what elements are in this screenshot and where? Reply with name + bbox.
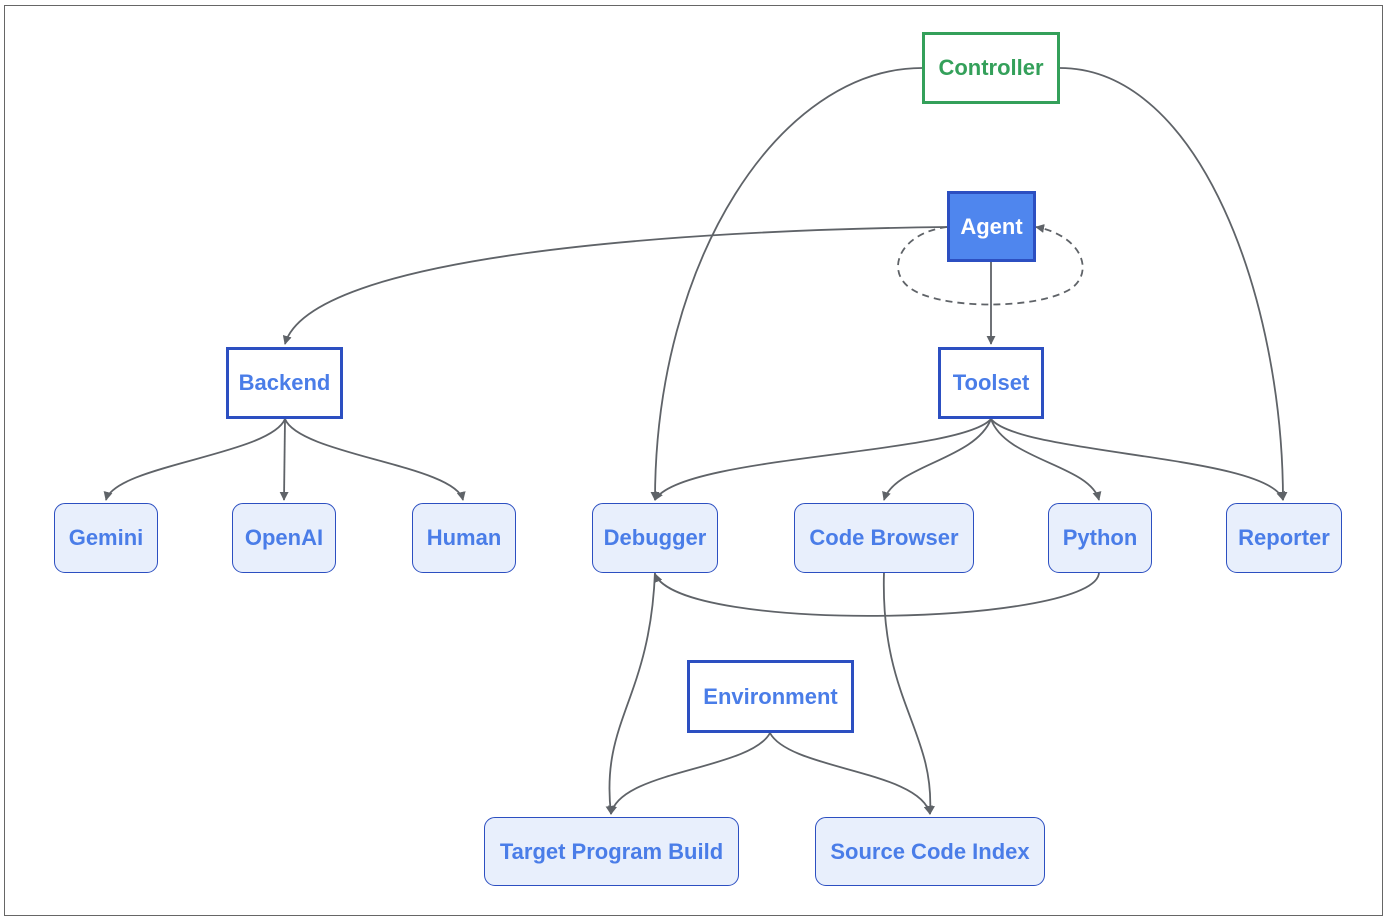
edge-backend-human (284, 418, 466, 501)
node-target-program-build: Target Program Build (484, 817, 739, 886)
node-backend: Backend (226, 347, 343, 419)
node-environment: Environment (687, 660, 854, 733)
edge-backend-gemini (103, 418, 286, 501)
edge-python-debugger (653, 571, 1100, 617)
edge-toolset-debugger (654, 418, 992, 501)
diagram-frame (4, 5, 1383, 916)
node-debugger: Debugger (592, 503, 718, 573)
node-source-code-index: Source Code Index (815, 817, 1045, 886)
edge-backend-openai (279, 418, 289, 501)
edge-controller-reporter (1059, 67, 1288, 501)
edge-debugger-target (605, 571, 656, 815)
edge-environment-target (608, 732, 771, 815)
edge-toolset-reporter (990, 418, 1286, 501)
node-openai: OpenAI (232, 503, 336, 573)
edge-toolset-code-browser (882, 418, 992, 501)
edge-controller-debugger (650, 67, 923, 501)
edge-toolset-python (990, 418, 1102, 501)
node-python: Python (1048, 503, 1152, 573)
node-code-browser: Code Browser (794, 503, 974, 573)
node-controller: Controller (922, 32, 1060, 104)
edge-environment-index (769, 732, 933, 815)
node-toolset: Toolset (938, 347, 1044, 419)
node-reporter: Reporter (1226, 503, 1342, 573)
node-gemini: Gemini (54, 503, 158, 573)
node-agent: Agent (947, 191, 1036, 262)
node-human: Human (412, 503, 516, 573)
edge-agent-backend (282, 226, 948, 345)
edge-codebrowser-index (882, 571, 935, 815)
